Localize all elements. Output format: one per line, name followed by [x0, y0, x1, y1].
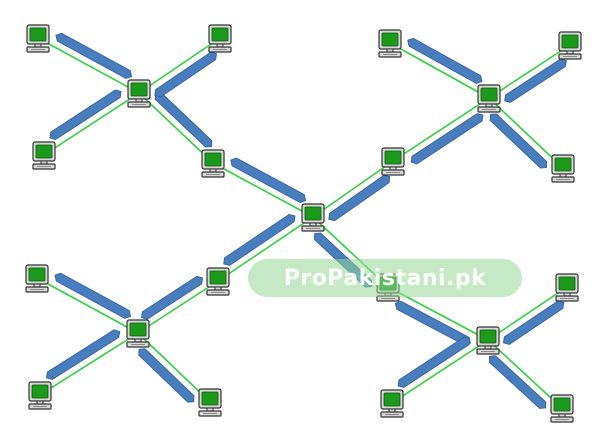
computer-terminal-icon	[558, 31, 582, 60]
network-cable	[138, 37, 221, 94]
signal-beam	[223, 213, 296, 266]
monitor-screen	[129, 322, 147, 337]
monitor-screen	[29, 27, 47, 42]
network-cable	[43, 92, 140, 156]
monitor-screen	[553, 397, 571, 412]
signal-beam	[502, 300, 565, 345]
computer-terminal-icon	[201, 149, 225, 178]
computer-terminal-icon	[376, 273, 400, 302]
monitor-screen	[558, 276, 576, 291]
signal-beams	[45, 32, 567, 409]
monitor-screen	[28, 267, 46, 282]
monitor-screen	[384, 150, 402, 165]
network-links	[36, 37, 571, 409]
computer-terminal-icon	[476, 326, 500, 355]
monitor-screen	[209, 270, 227, 285]
computer-terminal-icon	[378, 29, 402, 58]
computer-terminal-icon	[32, 141, 56, 170]
computer-terminal-icon	[477, 84, 501, 113]
signal-beam	[154, 92, 213, 148]
monitor-screen	[304, 206, 322, 221]
monitor-screen	[204, 152, 222, 167]
network-cable	[138, 92, 214, 164]
signal-beam	[138, 348, 195, 403]
computer-nodes	[25, 24, 582, 423]
computer-terminal-icon	[206, 267, 230, 296]
network-cable	[36, 277, 139, 334]
network-cable	[137, 332, 211, 403]
signal-beam	[154, 51, 217, 98]
network-cable	[488, 44, 571, 99]
signal-beam	[410, 113, 484, 165]
network-cable	[212, 162, 314, 218]
computer-terminal-icon	[208, 24, 232, 53]
signal-beam	[394, 300, 471, 346]
monitor-screen	[31, 384, 49, 399]
signal-beam	[407, 37, 483, 84]
signal-beam	[55, 32, 133, 79]
monitor-screen	[381, 32, 399, 47]
computer-terminal-icon	[198, 388, 222, 417]
computer-terminal-icon	[126, 319, 150, 348]
network-cable	[37, 37, 140, 94]
network-cable	[487, 339, 563, 409]
signal-beam	[488, 355, 547, 409]
monitor-screen	[201, 391, 219, 406]
signal-beam	[313, 232, 373, 288]
network-cable	[217, 216, 314, 282]
computer-terminal-icon	[26, 24, 50, 53]
computer-terminal-icon	[550, 394, 574, 423]
computer-terminal-icon	[25, 264, 49, 293]
computer-terminal-icon	[381, 147, 405, 176]
monitor-screen	[211, 27, 229, 42]
monitor-screen	[379, 276, 397, 291]
network-cable	[389, 42, 490, 99]
computer-terminal-icon	[28, 381, 52, 410]
computer-terminal-icon	[380, 389, 404, 418]
network-cable	[39, 332, 139, 396]
computer-terminal-icon	[301, 203, 325, 232]
network-cable	[488, 97, 564, 169]
monitor-screen	[561, 34, 579, 49]
computer-terminal-icon	[127, 79, 151, 108]
monitor-screen	[554, 157, 572, 172]
network-cable	[137, 280, 219, 334]
signal-beam	[49, 89, 122, 141]
monitor-screen	[479, 329, 497, 344]
signal-beam	[45, 329, 121, 381]
computer-terminal-icon	[555, 273, 579, 302]
monitor-screen	[383, 392, 401, 407]
monitor-screen	[480, 87, 498, 102]
signal-beam	[489, 113, 548, 169]
network-cable	[312, 160, 394, 218]
network-cable	[391, 339, 489, 404]
signal-beam	[54, 272, 132, 319]
signal-beam	[504, 58, 567, 103]
computer-terminal-icon	[551, 154, 575, 183]
signal-beam	[328, 174, 391, 222]
monitor-screen	[130, 82, 148, 97]
network-cable	[487, 286, 568, 341]
network-cable	[387, 286, 489, 341]
signal-beam	[141, 275, 204, 320]
network-cable	[392, 97, 490, 162]
signal-beam	[230, 157, 307, 204]
signal-beam	[397, 336, 471, 388]
monitor-screen	[35, 144, 53, 159]
